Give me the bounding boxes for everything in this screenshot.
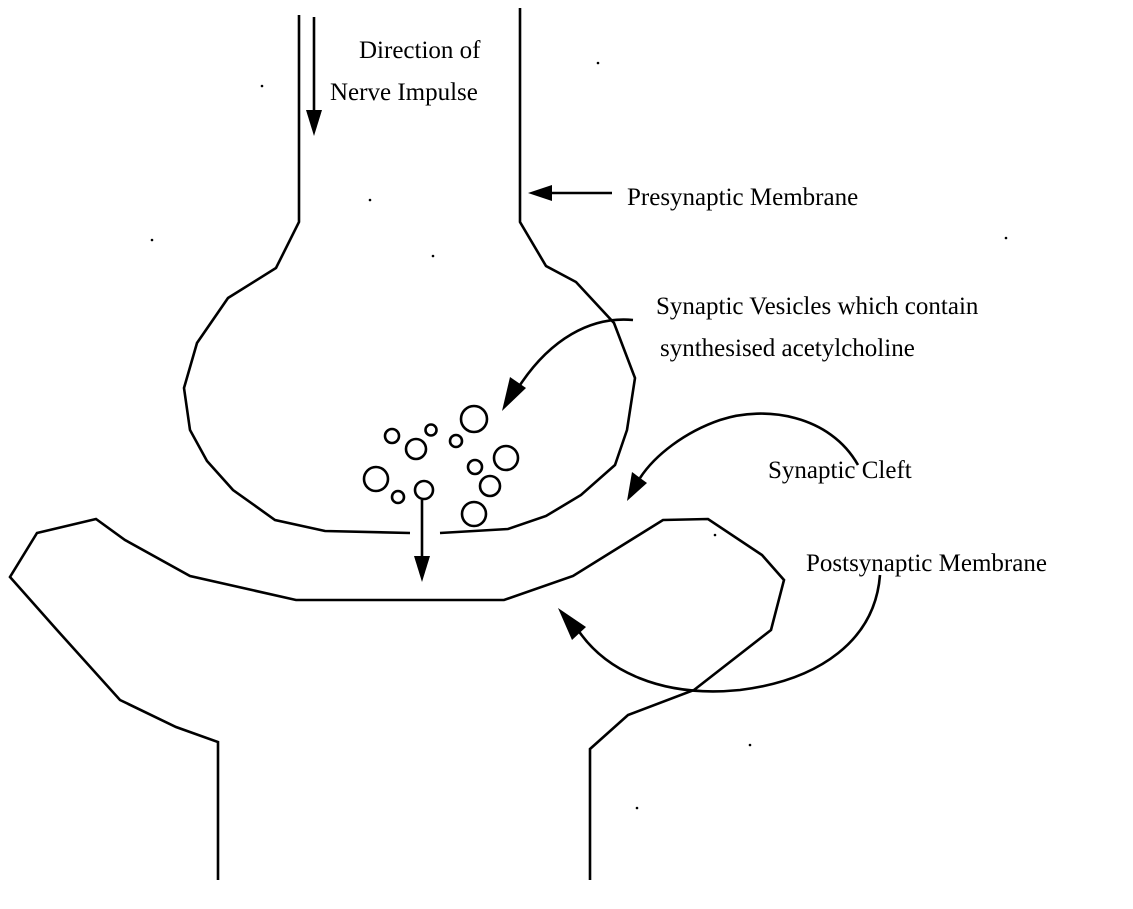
vesicle	[364, 467, 388, 491]
vesicle	[494, 446, 518, 470]
postsynaptic-membrane-label: Postsynaptic Membrane	[806, 550, 1047, 577]
vesicles-pointer-arrow	[502, 320, 633, 411]
vesicle	[468, 460, 482, 474]
presynaptic-pointer-arrow	[528, 185, 612, 201]
release-arrow	[414, 500, 430, 582]
vesicle	[462, 502, 486, 526]
presynaptic-membrane-label: Presynaptic Membrane	[627, 184, 858, 211]
direction-label-line2: Nerve Impulse	[330, 79, 478, 106]
vesicle	[392, 491, 404, 503]
synaptic-vesicles-label-line2: synthesised acetylcholine	[660, 335, 915, 362]
vesicle	[480, 476, 500, 496]
synaptic-cleft-label: Synaptic Cleft	[768, 457, 912, 484]
synaptic-vesicles	[364, 406, 518, 526]
vesicle	[406, 439, 426, 459]
direction-label-line1: Direction of	[359, 37, 481, 64]
direction-arrow	[306, 17, 322, 136]
vesicle	[415, 481, 433, 499]
vesicle	[450, 435, 462, 447]
vesicle	[426, 425, 437, 436]
vesicle	[461, 406, 487, 432]
vesicle	[385, 429, 399, 443]
scan-specks	[151, 62, 1008, 810]
postsynaptic-cell-outline	[10, 519, 784, 880]
postsynaptic-pointer-arrow	[558, 575, 880, 691]
synaptic-vesicles-label-line1: Synaptic Vesicles which contain	[656, 293, 979, 320]
